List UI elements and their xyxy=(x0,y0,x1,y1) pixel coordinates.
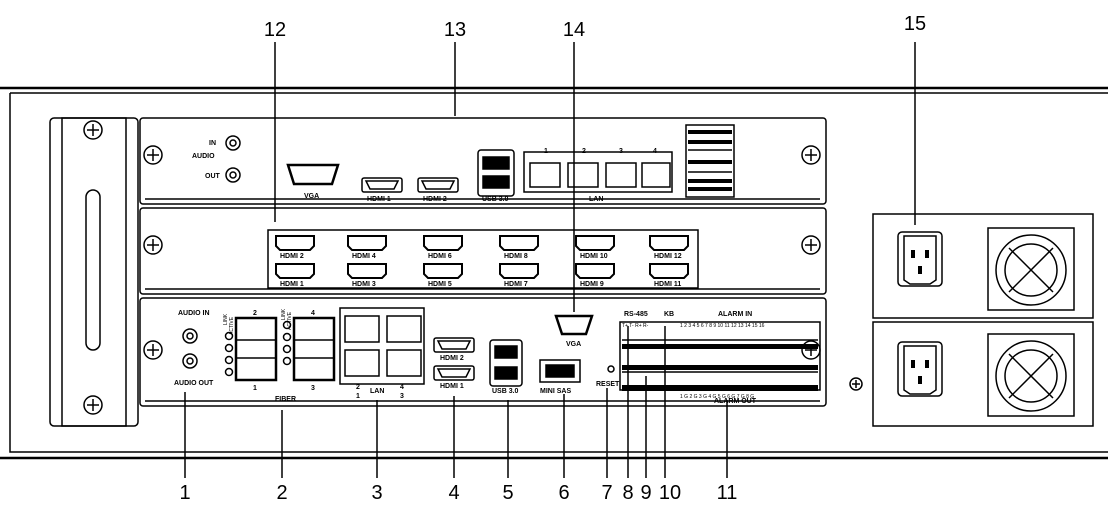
hdmi-port-label: HDMI 6 xyxy=(428,253,452,260)
hdmi-port xyxy=(650,236,688,250)
hdmi-port-label: HDMI 10 xyxy=(580,253,608,260)
label-audio-in-bottom: AUDIO IN xyxy=(178,310,210,317)
hdmi-port-label: HDMI 3 xyxy=(352,281,376,288)
psu-area xyxy=(850,214,1093,426)
label-rs485: RS-485 xyxy=(624,311,648,318)
label-lan-bottom-4: 4 xyxy=(400,384,404,391)
hdmi-port xyxy=(424,236,462,250)
callout-5: 5 xyxy=(502,482,513,504)
label-audio: AUDIO xyxy=(192,153,215,160)
label-lan-bottom: LAN xyxy=(370,388,384,395)
hdmi-port xyxy=(348,236,386,250)
hdmi-port xyxy=(576,236,614,250)
hdmi-port xyxy=(500,236,538,250)
label-alarm-in: ALARM IN xyxy=(718,311,752,318)
hdmi-port-label: HDMI 2 xyxy=(280,253,304,260)
hdmi-port xyxy=(348,264,386,278)
label-fiber: FIBER xyxy=(275,396,296,403)
label-lan-num-2: 2 xyxy=(582,148,586,155)
hdmi-port xyxy=(576,264,614,278)
label-hdmi1-bottom: HDMI 1 xyxy=(440,383,464,390)
label-hdmi1-top: HDMI 1 xyxy=(367,196,391,203)
label-vga-top: VGA xyxy=(304,193,319,200)
label-rs485-pins: T+ T- R+ R- xyxy=(622,323,649,329)
hdmi-port xyxy=(276,264,314,278)
label-usb-bottom: USB 3.0 xyxy=(492,388,519,395)
label-lan-bottom-1: 1 xyxy=(356,393,360,400)
hdmi-port-label: HDMI 1 xyxy=(280,281,304,288)
label-active-2: ACTIVE xyxy=(287,311,293,330)
label-audio-out-bottom: AUDIO OUT xyxy=(174,380,214,387)
label-usb-top: USB 3.0 xyxy=(482,196,509,203)
callout-15: 15 xyxy=(904,13,926,35)
callout-8: 8 xyxy=(622,482,633,504)
callout-4: 4 xyxy=(448,482,459,504)
label-lan-num-4: 4 xyxy=(653,148,657,155)
label-fiber-num-2: 2 xyxy=(253,310,257,317)
hdmi-port-label: HDMI 8 xyxy=(504,253,528,260)
label-lan-bottom-2: 2 xyxy=(356,384,360,391)
hdmi-port-label: HDMI 11 xyxy=(654,281,681,288)
callout-3: 3 xyxy=(371,482,382,504)
hdmi-port xyxy=(500,264,538,278)
label-lan-num-1: 1 xyxy=(544,148,548,155)
callout-14: 14 xyxy=(563,19,585,41)
label-reset: RESET xyxy=(596,381,620,388)
card-middle xyxy=(140,208,826,294)
label-kb: KB xyxy=(664,311,674,318)
hdmi-port-label: HDMI 9 xyxy=(580,281,604,288)
hdmi-port xyxy=(650,264,688,278)
label-fiber-num-3: 3 xyxy=(311,385,315,392)
hdmi-port xyxy=(424,264,462,278)
leader-lines xyxy=(185,42,915,478)
callout-2: 2 xyxy=(276,482,287,504)
label-lan-num-3: 3 xyxy=(619,148,623,155)
psu-pins xyxy=(911,250,929,384)
label-audio-out: OUT xyxy=(205,173,221,180)
hdmi-grid: HDMI 2 HDMI 4 HDMI 6 HDMI 8 HDMI 10 HDMI 12 HD… xyxy=(276,236,688,288)
callout-13: 13 xyxy=(444,19,466,41)
label-fiber-num-4: 4 xyxy=(311,310,315,317)
callout-12: 12 xyxy=(264,19,286,41)
callout-1: 1 xyxy=(179,482,190,504)
terminal-dots-top xyxy=(688,130,732,191)
label-lan-top: LAN xyxy=(589,196,603,203)
callout-11: 11 xyxy=(717,482,738,504)
callout-6: 6 xyxy=(558,482,569,504)
terminal-dots-bottom xyxy=(622,344,818,391)
label-lan-bottom-3: 3 xyxy=(400,393,404,400)
label-alarm-out: ALARM OUT xyxy=(714,398,757,405)
callout-9: 9 xyxy=(640,482,651,504)
hdmi-port-label: HDMI 4 xyxy=(352,253,376,260)
hdmi-port xyxy=(276,236,314,250)
label-mini-sas: MINI SAS xyxy=(540,388,571,395)
hdmi-port-label: HDMI 12 xyxy=(654,253,682,260)
label-hdmi2-bottom: HDMI 2 xyxy=(440,355,464,362)
blank-bracket xyxy=(50,118,138,426)
label-active-1: ACTIVE xyxy=(229,316,235,335)
callout-7: 7 xyxy=(601,482,612,504)
hdmi-port-label: HDMI 7 xyxy=(504,281,528,288)
label-fiber-num-1: 1 xyxy=(253,385,257,392)
label-audio-in: IN xyxy=(209,140,216,147)
label-alarm-in-nums: 1 2 3 4 5 6 7 8 9 10 11 12 13 14 15 16 xyxy=(680,323,765,329)
callout-10: 10 xyxy=(659,482,681,504)
label-vga-bottom: VGA xyxy=(566,341,581,348)
label-hdmi2-top: HDMI 2 xyxy=(423,196,447,203)
hdmi-port-label: HDMI 5 xyxy=(428,281,452,288)
